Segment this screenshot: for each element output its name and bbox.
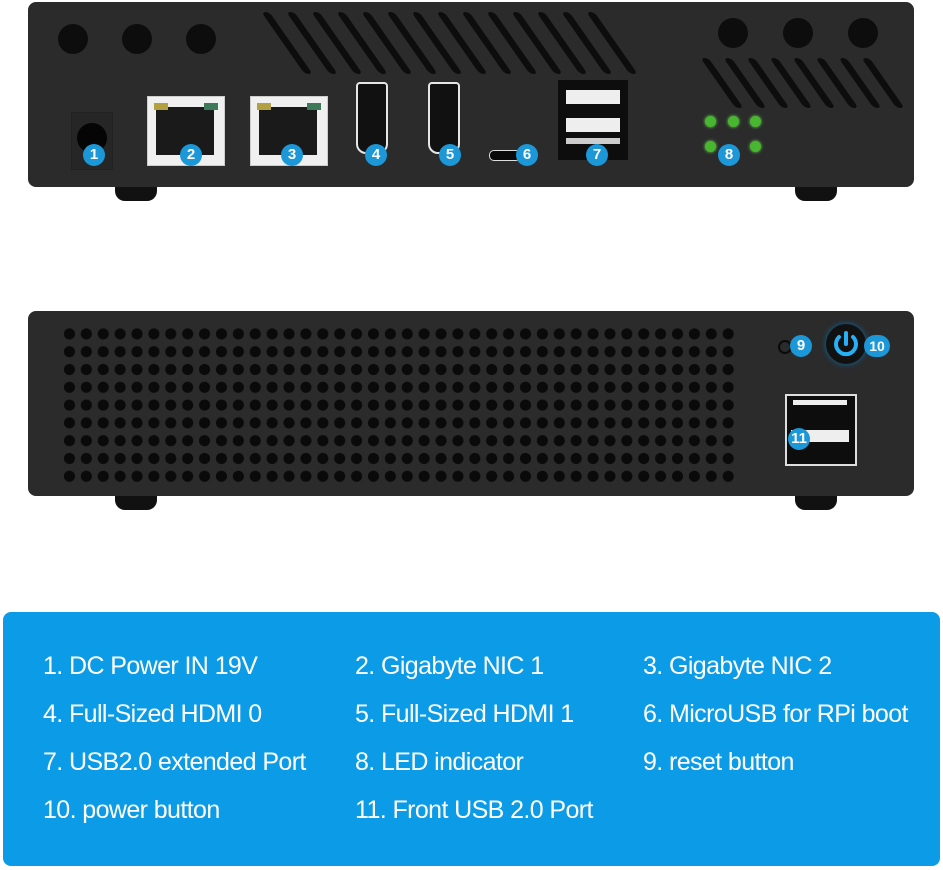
vent-hole <box>783 18 813 48</box>
callout-badge-4: 4 <box>365 144 387 166</box>
legend-item-2: 2. Gigabyte NIC 1 <box>355 652 544 680</box>
callout-badge-10: 10 <box>864 335 890 357</box>
rear-panel: 1 2 3 4 5 6 7 8 <box>28 2 914 187</box>
callout-badge-6: 6 <box>516 144 538 166</box>
vent-hole <box>122 24 152 54</box>
callout-badge-3: 3 <box>281 144 303 166</box>
callout-badge-11: 11 <box>788 428 810 450</box>
rubber-foot <box>795 187 837 201</box>
rubber-foot <box>115 187 157 201</box>
legend-item-10: 10. power button <box>43 796 220 824</box>
legend-item-1: 1. DC Power IN 19V <box>43 652 258 680</box>
callout-badge-9: 9 <box>790 335 812 357</box>
legend-item-11: 11. Front USB 2.0 Port <box>355 796 593 824</box>
legend-item-5: 5. Full-Sized HDMI 1 <box>355 700 574 728</box>
callout-badge-7: 7 <box>586 144 608 166</box>
vent-hole <box>718 18 748 48</box>
port-legend: 1. DC Power IN 19V 2. Gigabyte NIC 1 3. … <box>3 612 940 866</box>
rubber-foot <box>115 496 157 510</box>
callout-badge-8: 8 <box>718 144 740 166</box>
vent-grille <box>61 325 735 485</box>
hdmi-port-0[interactable] <box>356 82 388 154</box>
power-button[interactable] <box>826 324 866 364</box>
rubber-foot <box>795 496 837 510</box>
legend-item-8: 8. LED indicator <box>355 748 524 776</box>
legend-item-4: 4. Full-Sized HDMI 0 <box>43 700 262 728</box>
hdmi-port-1[interactable] <box>428 82 460 154</box>
vent-hole <box>186 24 216 54</box>
callout-badge-5: 5 <box>439 144 461 166</box>
legend-item-6: 6. MicroUSB for RPi boot <box>643 700 908 728</box>
legend-item-9: 9. reset button <box>643 748 794 776</box>
power-icon <box>834 331 858 357</box>
callout-badge-1: 1 <box>83 144 105 166</box>
legend-item-7: 7. USB2.0 extended Port <box>43 748 306 776</box>
legend-item-3: 3. Gigabyte NIC 2 <box>643 652 832 680</box>
callout-badge-2: 2 <box>180 144 202 166</box>
vent-hole <box>58 24 88 54</box>
vent-hole <box>848 18 878 48</box>
